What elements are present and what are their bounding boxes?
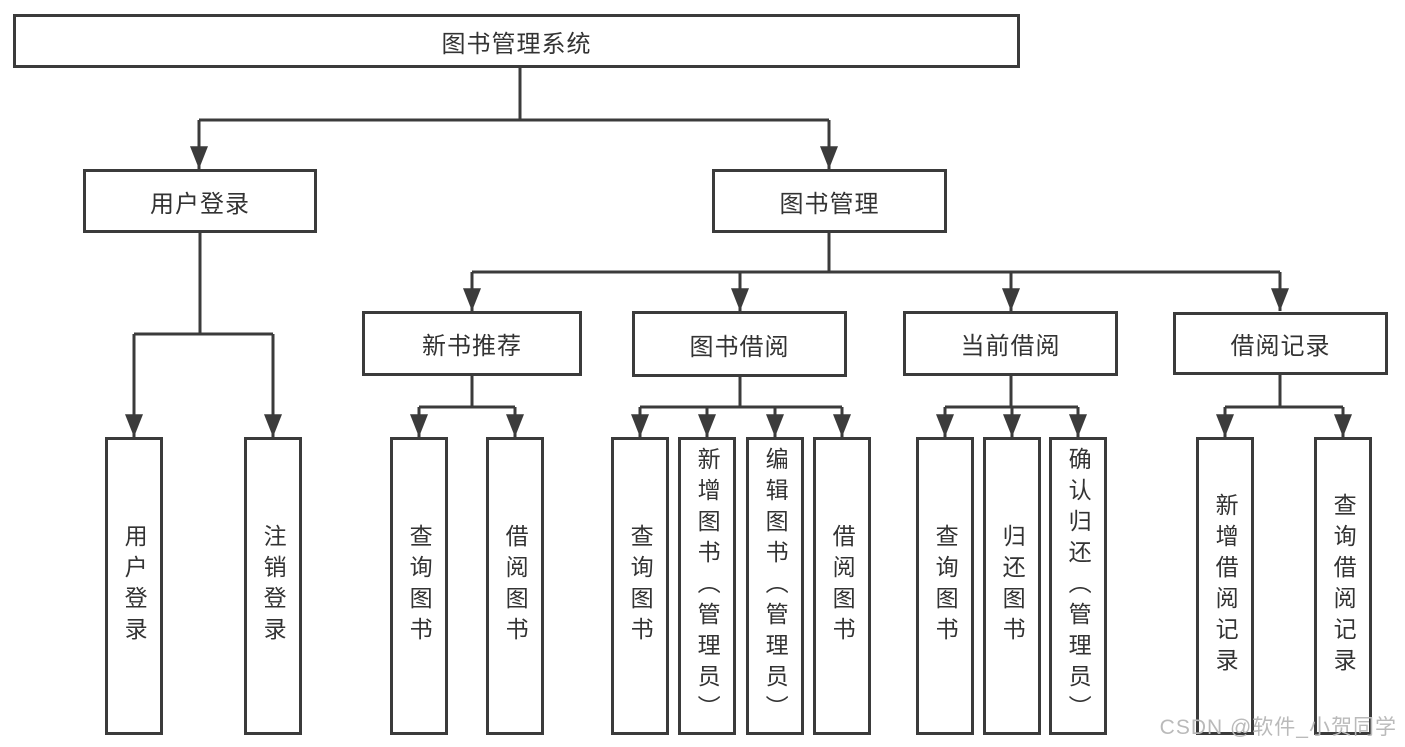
leaf-logout: 注销登录 [244, 437, 302, 735]
leaf-label: 确认归还（管理员） [1065, 446, 1092, 726]
node-book-borrow: 图书借阅 [632, 311, 847, 377]
leaf-label: 查询图书 [627, 524, 654, 648]
node-borrow-records: 借阅记录 [1173, 312, 1388, 375]
leaf-query-borrow-record: 查询借阅记录 [1314, 437, 1372, 735]
node-root: 图书管理系统 [13, 14, 1020, 68]
leaf-label: 编辑图书（管理员） [762, 446, 789, 726]
leaf-query-books-borrow: 查询图书 [611, 437, 669, 735]
leaf-return-books: 归还图书 [983, 437, 1041, 735]
leaf-label: 归还图书 [999, 524, 1026, 648]
node-new-book-recommend: 新书推荐 [362, 311, 582, 376]
node-book-management: 图书管理 [712, 169, 947, 233]
leaf-label: 注销登录 [260, 524, 287, 648]
leaf-borrow-books-recommend: 借阅图书 [486, 437, 544, 735]
leaf-label: 新增借阅记录 [1212, 493, 1239, 679]
leaf-borrow-books: 借阅图书 [813, 437, 871, 735]
leaf-label: 查询图书 [932, 524, 959, 648]
leaf-edit-books-admin: 编辑图书（管理员） [746, 437, 804, 735]
leaf-label: 查询图书 [406, 524, 433, 648]
leaf-label: 借阅图书 [829, 524, 856, 648]
leaf-label: 查询借阅记录 [1330, 493, 1357, 679]
leaf-user-login: 用户登录 [105, 437, 163, 735]
node-current-borrow: 当前借阅 [903, 311, 1118, 376]
leaf-confirm-return-admin: 确认归还（管理员） [1049, 437, 1107, 735]
leaf-label: 借阅图书 [502, 524, 529, 648]
csdn-watermark: CSDN @软件_小贺同学 [1159, 716, 1397, 739]
leaf-add-borrow-record: 新增借阅记录 [1196, 437, 1254, 735]
leaf-query-books-recommend: 查询图书 [390, 437, 448, 735]
leaf-query-books-current: 查询图书 [916, 437, 974, 735]
node-user-login: 用户登录 [83, 169, 317, 233]
leaf-label: 新增图书（管理员） [694, 446, 721, 726]
leaf-add-books-admin: 新增图书（管理员） [678, 437, 736, 735]
leaf-label: 用户登录 [121, 524, 148, 648]
